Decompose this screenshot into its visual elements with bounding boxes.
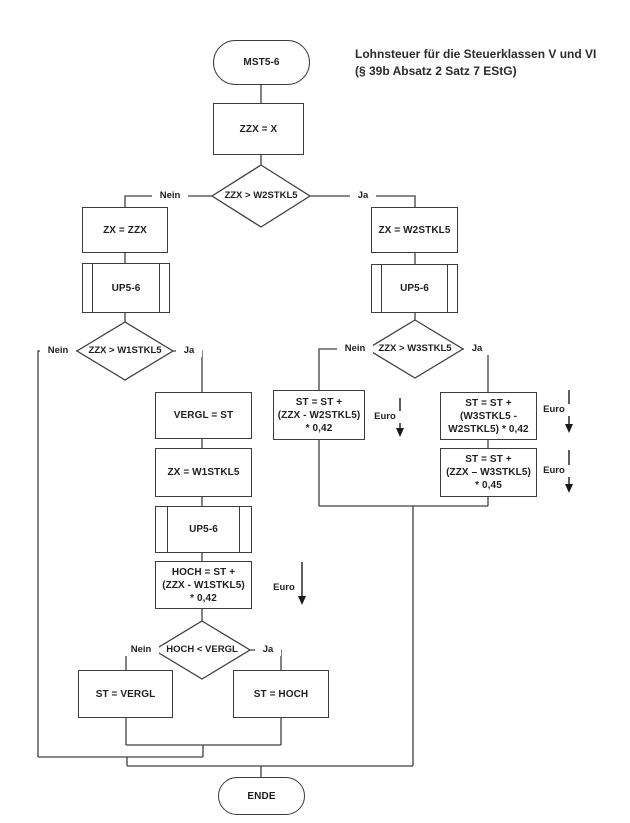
edge-label-nein: Nein bbox=[337, 343, 373, 355]
edge-label-ja: Ja bbox=[176, 345, 202, 357]
process-vergl-equals-st: VERGL = ST bbox=[155, 392, 252, 439]
euro-arrows bbox=[298, 390, 573, 605]
decision-w2stkl5-label: ZZX > W2STKL5 bbox=[224, 190, 298, 201]
page-title: Lohnsteuer für die Steuerklassen V und V… bbox=[355, 46, 615, 80]
decision-w3stkl5-shape bbox=[365, 319, 465, 379]
euro-label: Euro bbox=[538, 465, 570, 477]
page-title-line2: (§ 39b Absatz 2 Satz 7 EStG) bbox=[355, 64, 517, 78]
subprocess-bar bbox=[381, 264, 382, 313]
edge-label-nein: Nein bbox=[40, 345, 76, 357]
process-st-equals-hoch: ST = HOCH bbox=[233, 670, 329, 718]
subprocess-up56-mid: UP5-6 bbox=[155, 506, 252, 553]
subprocess-bar bbox=[159, 263, 160, 313]
process-zx-equals-zzx: ZX = ZZX bbox=[82, 207, 168, 253]
edge-label-ja: Ja bbox=[350, 190, 376, 202]
decision-w1stkl5-label: ZZX > W1STKL5 bbox=[88, 345, 162, 356]
euro-label: Euro bbox=[369, 411, 401, 423]
terminal-ende: ENDE bbox=[218, 777, 305, 815]
subprocess-bar bbox=[92, 263, 93, 313]
process-st-zzx-w3stkl5: ST = ST + (ZZX – W3STKL5) * 0,45 bbox=[440, 448, 537, 497]
process-st-equals-vergl: ST = VERGL bbox=[78, 670, 173, 718]
subprocess-up56-left: UP5-6 bbox=[82, 263, 170, 313]
subprocess-bar bbox=[167, 506, 168, 553]
euro-label: Euro bbox=[538, 404, 570, 416]
process-zx-equals-w1stkl5: ZX = W1STKL5 bbox=[155, 448, 252, 497]
decision-w1stkl5-shape bbox=[75, 321, 175, 381]
process-st-zzx-w2stkl5: ST = ST + (ZZX - W2STKL5) * 0,42 bbox=[273, 390, 365, 440]
process-hoch-calculation: HOCH = ST + (ZZX - W1STKL5) * 0,42 bbox=[155, 561, 252, 609]
process-zx-equals-w2stkl5: ZX = W2STKL5 bbox=[371, 207, 458, 253]
decision-w2stkl5-shape bbox=[210, 164, 312, 228]
decision-hoch-vergl-shape bbox=[152, 620, 252, 680]
subprocess-up56-right: UP5-6 bbox=[371, 264, 458, 313]
decision-hoch-vergl-label: HOCH < VERGL bbox=[166, 644, 238, 655]
edge-label-nein: Nein bbox=[123, 644, 159, 656]
process-zzx-equals-x: ZZX = X bbox=[213, 103, 304, 155]
decision-w3stkl5-label: ZZX > W3STKL5 bbox=[378, 343, 452, 354]
terminal-start: MST5-6 bbox=[213, 40, 310, 85]
subprocess-bar bbox=[239, 506, 240, 553]
process-st-w3stkl5-w2stkl5: ST = ST + (W3STKL5 - W2STKL5) * 0,42 bbox=[440, 392, 537, 440]
subprocess-bar bbox=[447, 264, 448, 313]
subprocess-up56-left-label: UP5-6 bbox=[111, 282, 141, 294]
page-title-line1: Lohnsteuer für die Steuerklassen V und V… bbox=[355, 47, 597, 61]
decision-diamonds bbox=[75, 164, 465, 680]
euro-label: Euro bbox=[268, 582, 300, 594]
subprocess-up56-right-label: UP5-6 bbox=[400, 283, 429, 294]
edge-label-nein: Nein bbox=[152, 190, 188, 202]
edge-label-ja: Ja bbox=[464, 343, 490, 355]
subprocess-up56-mid-label: UP5-6 bbox=[189, 524, 218, 535]
edge-label-ja: Ja bbox=[255, 644, 281, 656]
